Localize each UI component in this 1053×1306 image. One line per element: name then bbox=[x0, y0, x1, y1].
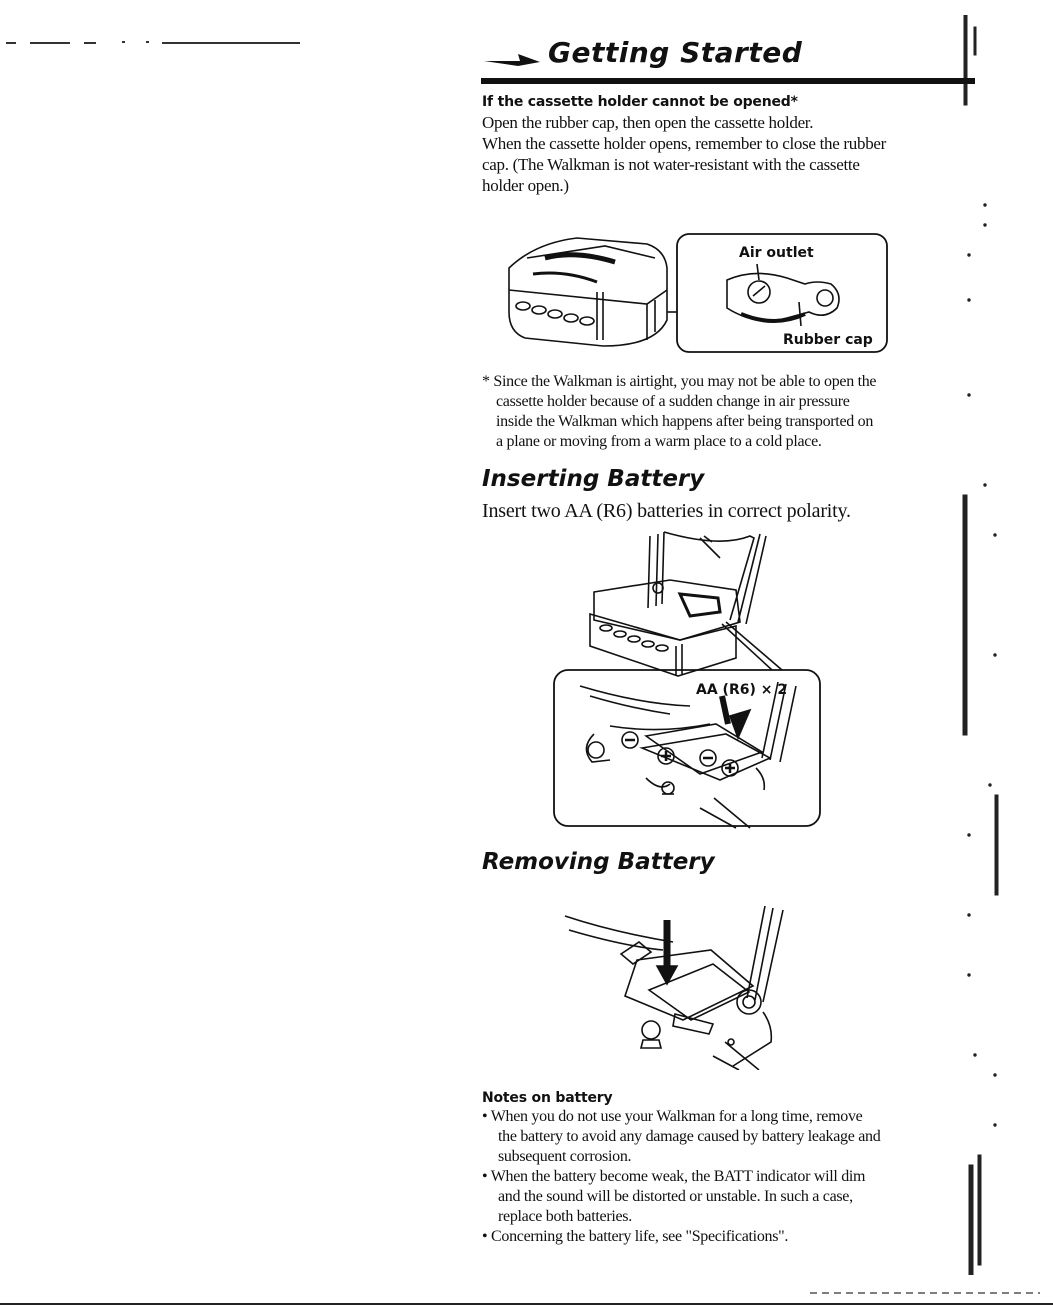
list-item: • When the battery become weak, the BATT… bbox=[482, 1167, 957, 1227]
text-line: Open the rubber cap, then open the casse… bbox=[482, 113, 814, 132]
label-air-outlet: Air outlet bbox=[739, 245, 814, 261]
scan-artifact-bottom-dashes bbox=[810, 1292, 1040, 1294]
bottom-rule bbox=[0, 1303, 1053, 1305]
note-line: subsequent corrosion. bbox=[498, 1148, 632, 1165]
note-line: replace both batteries. bbox=[498, 1208, 632, 1225]
footnote-line: a plane or moving from a warm place to a… bbox=[496, 433, 822, 450]
list-item: • Concerning the battery life, see "Spec… bbox=[482, 1227, 957, 1247]
text-line: holder open.) bbox=[482, 176, 569, 195]
note-line: • When the battery become weak, the BATT… bbox=[482, 1168, 866, 1185]
cassette-holder-text: Open the rubber cap, then open the casse… bbox=[482, 112, 952, 196]
arrow-right-icon bbox=[484, 54, 540, 66]
scan-artifact-right-edge bbox=[962, 15, 999, 1275]
note-line: the battery to avoid any damage caused b… bbox=[498, 1128, 881, 1145]
label-rubber-cap: Rubber cap bbox=[783, 332, 873, 348]
removing-battery-heading: Removing Battery bbox=[482, 849, 715, 875]
removing-battery-figure bbox=[564, 905, 784, 1070]
notes-heading: Notes on battery bbox=[482, 1090, 613, 1106]
walkman-open-drawing bbox=[589, 531, 783, 677]
notes-list: • When you do not use your Walkman for a… bbox=[482, 1107, 957, 1247]
note-line: • Concerning the battery life, see "Spec… bbox=[482, 1228, 789, 1245]
cassette-holder-heading: If the cassette holder cannot be opened* bbox=[482, 94, 798, 110]
header-rule bbox=[481, 78, 975, 84]
airtight-footnote: * Since the Walkman is airtight, you may… bbox=[482, 372, 952, 452]
list-item: • When you do not use your Walkman for a… bbox=[482, 1107, 957, 1167]
callout-box bbox=[676, 233, 888, 353]
footnote-line: inside the Walkman which happens after b… bbox=[496, 413, 874, 430]
battery-removal-drawing bbox=[564, 905, 784, 1070]
rubber-cap-figure: Air outlet Rubber cap bbox=[508, 233, 888, 353]
text-line: cap. (The Walkman is not water-resistant… bbox=[482, 155, 860, 174]
note-line: and the sound will be distorted or unsta… bbox=[498, 1188, 853, 1205]
page-title: Getting Started bbox=[548, 36, 803, 69]
battery-drawing bbox=[579, 681, 797, 829]
inserting-battery-text: Insert two AA (R6) batteries in correct … bbox=[482, 500, 851, 522]
walkman-drawing bbox=[508, 237, 677, 347]
label-battery-count: AA (R6) × 2 bbox=[696, 682, 787, 698]
battery-callout-box bbox=[553, 669, 821, 827]
footnote-line: cassette holder because of a sudden chan… bbox=[496, 393, 850, 410]
rubber-cap-drawing bbox=[726, 263, 840, 327]
note-line: • When you do not use your Walkman for a… bbox=[482, 1108, 863, 1125]
inserting-battery-figure: AA (R6) × 2 bbox=[553, 531, 821, 829]
footnote-line: * Since the Walkman is airtight, you may… bbox=[482, 373, 877, 390]
text-line: When the cassette holder opens, remember… bbox=[482, 134, 887, 153]
inserting-battery-heading: Inserting Battery bbox=[482, 466, 705, 492]
scan-artifact-top-left bbox=[6, 41, 300, 44]
